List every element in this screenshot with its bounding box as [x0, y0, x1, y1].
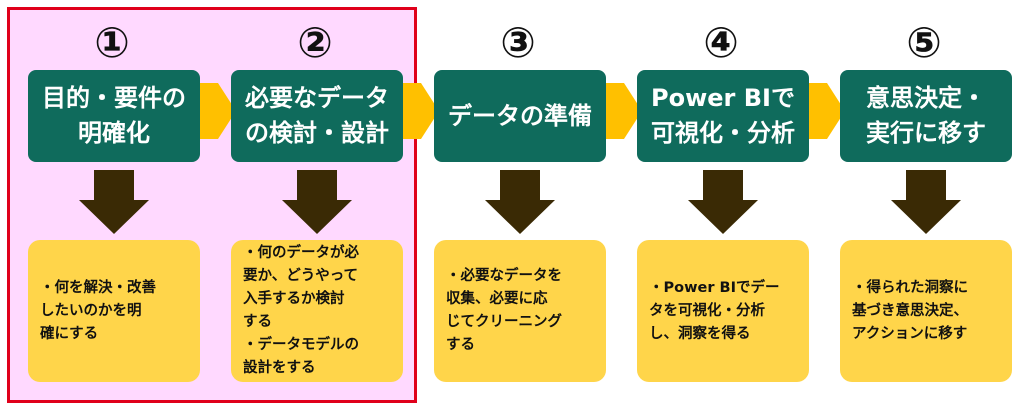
down-arrow-3 [485, 170, 555, 234]
step-box-3: データの準備 [434, 70, 606, 162]
description-box-2: ・何のデータが必 要か、どうやって 入手するか検討 する ・データモデルの 設計… [231, 240, 403, 382]
down-arrow-4 [688, 170, 758, 234]
step-number-1: ① [94, 18, 130, 67]
description-box-5: ・得られた洞察に 基づき意思決定、 アクションに移す [840, 240, 1012, 382]
step-number-5: ⑤ [906, 18, 942, 67]
step-number-2: ② [297, 18, 333, 67]
step-number-3: ③ [500, 18, 536, 67]
connector-1-2 [198, 83, 218, 139]
description-box-4: ・Power BIでデー タを可視化・分析 し、洞察を得る [637, 240, 809, 382]
step-box-5: 意思決定・ 実行に移す [840, 70, 1012, 162]
step-box-1: 目的・要件の 明確化 [28, 70, 200, 162]
step-box-4: Power BIで 可視化・分析 [637, 70, 809, 162]
description-box-3: ・必要なデータを 収集、必要に応 じてクリーニング する [434, 240, 606, 382]
step-number-4: ④ [703, 18, 739, 67]
step-box-2: 必要なデータ の検討・設計 [231, 70, 403, 162]
down-arrow-1 [79, 170, 149, 234]
connector-4-5 [807, 83, 827, 139]
description-box-1: ・何を解決・改善 したいのかを明 確にする [28, 240, 200, 382]
connector-3-4 [604, 83, 624, 139]
down-arrow-2 [282, 170, 352, 234]
down-arrow-5 [891, 170, 961, 234]
connector-2-3 [401, 83, 421, 139]
